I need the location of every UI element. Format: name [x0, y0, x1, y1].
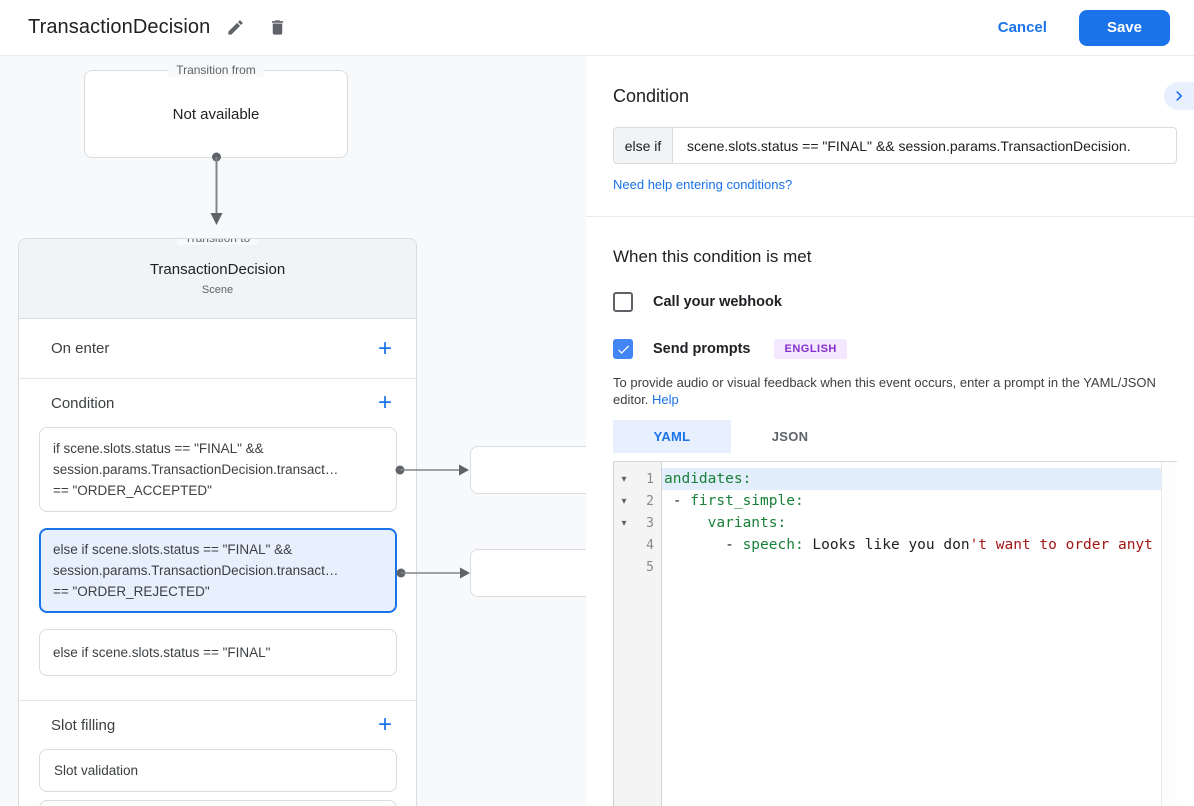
slot-filling-section-header: Slot filling + [19, 701, 416, 749]
code-line[interactable]: - speech: Looks like you don't want to o… [664, 537, 1153, 553]
add-slot-button[interactable]: + [377, 711, 392, 738]
tab-json[interactable]: JSON [771, 429, 809, 444]
code-line[interactable]: - first_simple: [664, 493, 804, 509]
condition-detail-panel: Condition else if scene.slots.status == … [586, 56, 1194, 806]
webhook-label: Call your webhook [653, 294, 782, 310]
send-prompts-label: Send prompts [653, 341, 751, 357]
save-button[interactable]: Save [1078, 9, 1170, 46]
transition-from-content: Not available [172, 105, 260, 123]
condition-card-line: if scene.slots.status == "FINAL" && [53, 441, 264, 456]
condition2-connector [396, 567, 470, 579]
slot-card-cutoff[interactable] [39, 800, 397, 806]
line-number: 4 [646, 537, 654, 553]
transition-target-box-1[interactable] [470, 446, 586, 494]
condition-card-list: if scene.slots.status == "FINAL" && sessi… [19, 427, 416, 701]
condition1-connector [395, 464, 469, 476]
scene-type: Scene [201, 284, 234, 296]
gutter-row: ▾2 [614, 490, 661, 512]
code-line[interactable]: variants: [707, 515, 787, 531]
code-line[interactable] [662, 556, 1161, 578]
transition-target-box-2[interactable] [470, 549, 586, 597]
fold-arrow-icon[interactable]: ▾ [621, 495, 627, 507]
code-line[interactable]: andidates: [662, 468, 1161, 490]
tab-yaml[interactable]: YAML [613, 420, 731, 453]
condition-section-header: Condition + [19, 379, 416, 427]
condition-help-link[interactable]: Need help entering conditions? [613, 177, 793, 192]
condition-section-label: Condition [51, 394, 115, 412]
editor-code-area[interactable]: andidates: - first_simple: variants: - s… [662, 462, 1161, 806]
panel-divider [586, 216, 1194, 217]
condition-card-line: else if scene.slots.status == "FINAL" && [53, 542, 293, 557]
condition-expression-field[interactable]: else if scene.slots.status == "FINAL" &&… [613, 127, 1177, 164]
fold-arrow-icon[interactable]: ▾ [621, 517, 627, 529]
scene-header: TransactionDecision Scene [19, 239, 416, 319]
prompt-helper-text: To provide audio or visual feedback when… [613, 375, 1156, 407]
condition-card[interactable]: if scene.slots.status == "FINAL" && sessi… [39, 427, 397, 512]
on-enter-section: On enter + [19, 319, 416, 379]
scene-flow-canvas: Transition from Not available Transition… [0, 56, 586, 806]
trash-icon [268, 18, 287, 37]
slot-validation-card[interactable]: Slot validation [39, 749, 397, 792]
pencil-icon [226, 18, 245, 37]
gutter-row: ▾1 [614, 468, 661, 490]
edit-button[interactable] [218, 11, 252, 45]
language-badge: ENGLISH [774, 339, 847, 359]
help-link[interactable]: Help [652, 392, 679, 407]
slot-filling-label: Slot filling [51, 716, 116, 734]
line-number: 1 [646, 471, 654, 487]
down-connector [210, 152, 223, 225]
scene-node[interactable]: Transition to TransactionDecision Scene … [18, 238, 417, 806]
add-condition-button[interactable]: + [377, 389, 392, 416]
delete-button[interactable] [260, 11, 294, 45]
when-met-title: When this condition is met [613, 247, 812, 266]
top-bar: TransactionDecision Cancel Save [0, 0, 1194, 56]
condition-card[interactable]: else if scene.slots.status == "FINAL" &&… [39, 528, 397, 613]
fold-arrow-icon[interactable]: ▾ [621, 473, 627, 485]
page-title: TransactionDecision [28, 16, 211, 38]
scene-name: TransactionDecision [149, 261, 286, 278]
line-number: 3 [646, 515, 654, 531]
condition-card[interactable]: else if scene.slots.status == "FINAL" [39, 629, 397, 676]
webhook-checkbox[interactable] [613, 292, 633, 312]
transition-from-label: Transition from [85, 63, 347, 77]
gutter-row: 4 [614, 534, 661, 556]
condition-card-line: session.params.TransactionDecision.trans… [53, 462, 339, 477]
gutter-row: 5 [614, 556, 661, 578]
check-icon [616, 342, 631, 357]
condition-card-line: == "ORDER_REJECTED" [53, 584, 210, 599]
transition-to-label: Transition to [19, 239, 416, 245]
chevron-right-icon [1169, 86, 1189, 106]
on-enter-label: On enter [51, 340, 110, 357]
editor-scrollbar[interactable] [1161, 462, 1177, 806]
transition-from-box: Transition from Not available [84, 63, 348, 158]
cancel-button[interactable]: Cancel [997, 19, 1047, 36]
editor-tabs: YAML JSON [613, 420, 1177, 453]
add-on-enter-button[interactable]: + [377, 334, 392, 362]
line-number: 2 [646, 493, 654, 509]
condition-card-line: == "ORDER_ACCEPTED" [53, 483, 212, 498]
collapse-panel-button[interactable] [1164, 82, 1194, 110]
panel-condition-heading: Condition [613, 86, 690, 106]
gutter-row: ▾3 [614, 512, 661, 534]
condition-expression-value[interactable]: scene.slots.status == "FINAL" && session… [687, 137, 1131, 154]
condition-prefix: else if [614, 128, 673, 163]
line-number: 5 [646, 559, 654, 575]
send-prompts-checkbox[interactable] [613, 339, 633, 359]
condition-card-line: session.params.TransactionDecision.trans… [53, 563, 339, 578]
condition-card-line: else if scene.slots.status == "FINAL" [53, 645, 271, 660]
